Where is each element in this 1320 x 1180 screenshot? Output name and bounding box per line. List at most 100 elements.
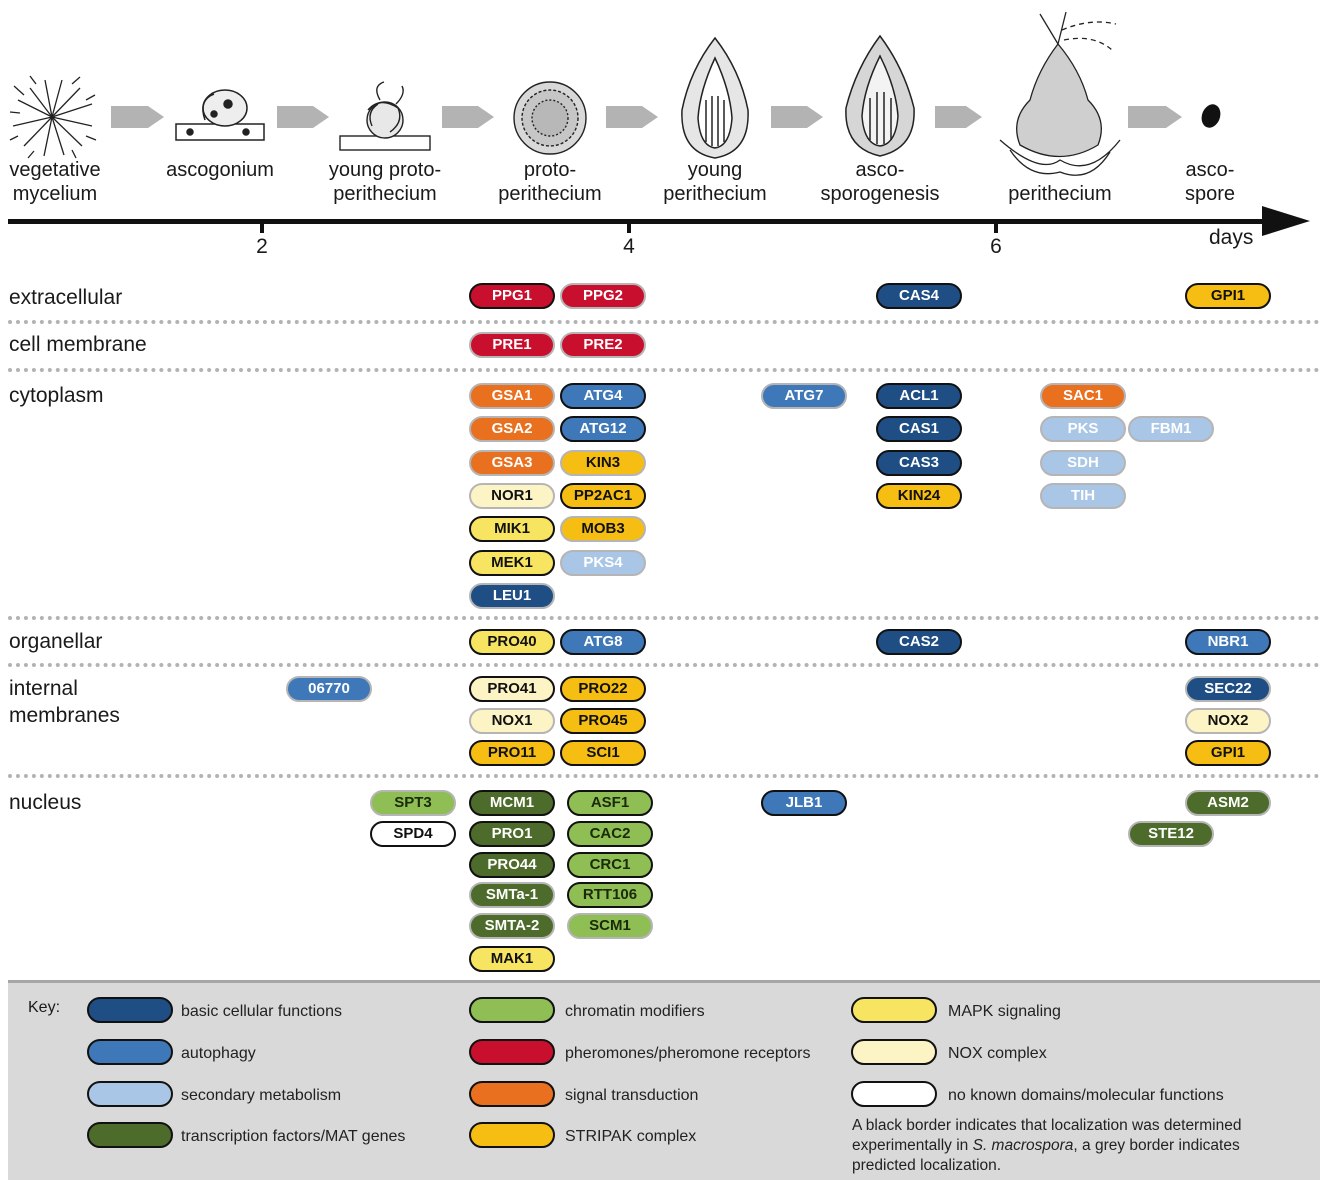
legend-note-species: S. macrospora bbox=[972, 1137, 1074, 1154]
compartment-label-nucleus: nucleus bbox=[9, 791, 82, 814]
gene-pill-ppg2: PPG2 bbox=[560, 283, 646, 309]
gene-pill-nox1: NOX1 bbox=[469, 708, 555, 734]
gene-pill-kin3: KIN3 bbox=[560, 450, 646, 476]
gene-pill-atg12: ATG12 bbox=[560, 416, 646, 442]
legend-swatch-unknown bbox=[851, 1081, 937, 1107]
gene-pill-gpi1: GPI1 bbox=[1185, 740, 1271, 766]
legend-title: Key: bbox=[28, 999, 61, 1016]
gene-pill-nor1: NOR1 bbox=[469, 483, 555, 509]
compartment-label-cell-membrane: cell membrane bbox=[9, 333, 147, 356]
gene-pill-smta-2: SMTA-2 bbox=[469, 913, 555, 939]
mycelium-drawing bbox=[9, 75, 97, 159]
gene-pill-atg7: ATG7 bbox=[761, 383, 847, 409]
gene-pill-asf1: ASF1 bbox=[567, 790, 653, 816]
legend-label: basic cellular functions bbox=[181, 1003, 342, 1020]
legend-label: STRIPAK complex bbox=[565, 1128, 697, 1145]
ascogonium-drawing bbox=[175, 89, 265, 141]
legend-label: chromatin modifiers bbox=[565, 1003, 705, 1020]
axis-unit-label: days bbox=[1209, 226, 1254, 249]
legend-label: pheromones/pheromone receptors bbox=[565, 1045, 811, 1062]
gene-pill-pre1: PRE1 bbox=[469, 332, 555, 358]
gene-pill-mob3: MOB3 bbox=[560, 516, 646, 542]
young-protoperithecium-drawing bbox=[339, 81, 431, 151]
gene-pill-scm1: SCM1 bbox=[567, 913, 653, 939]
gene-pill-cas1: CAS1 bbox=[876, 416, 962, 442]
separator bbox=[8, 774, 1320, 778]
legend-label: transcription factors/MAT genes bbox=[181, 1128, 406, 1145]
gene-pill-crc1: CRC1 bbox=[567, 852, 653, 878]
legend-note: A black border indicates that localizati… bbox=[852, 1116, 1307, 1176]
legend-swatch-secondary bbox=[87, 1081, 173, 1107]
gene-pill-cac2: CAC2 bbox=[567, 821, 653, 847]
gene-pill-cas2: CAS2 bbox=[876, 629, 962, 655]
legend-note-suffix: , a grey border indicates predicted loca… bbox=[852, 1137, 1240, 1174]
legend-label: secondary metabolism bbox=[181, 1087, 342, 1104]
gene-pill-spd4: SPD4 bbox=[370, 821, 456, 847]
compartment-label-organellar: organellar bbox=[9, 630, 103, 653]
stage-arrows bbox=[111, 106, 1182, 128]
legend-swatch-stripak bbox=[469, 1122, 555, 1148]
perithecium-drawing bbox=[999, 11, 1121, 176]
tick-label-4: 4 bbox=[623, 235, 635, 258]
legend-label: MAPK signaling bbox=[948, 1003, 1061, 1020]
gene-pill-smta-1: SMTa-1 bbox=[469, 882, 555, 908]
gene-pill-acl1: ACL1 bbox=[876, 383, 962, 409]
gene-pill-06770: 06770 bbox=[286, 676, 372, 702]
compartment-label-extracellular: extracellular bbox=[9, 286, 123, 309]
gene-pill-mcm1: MCM1 bbox=[469, 790, 555, 816]
gene-pill-pro40: PRO40 bbox=[469, 629, 555, 655]
gene-pill-pro11: PRO11 bbox=[469, 740, 555, 766]
legend-note-prefix: A black border indicates that localizati… bbox=[852, 1117, 1242, 1154]
gene-pill-pks: PKS bbox=[1040, 416, 1126, 442]
gene-pill-rtt106: RTT106 bbox=[567, 882, 653, 908]
gene-pill-pro1: PRO1 bbox=[469, 821, 555, 847]
separator bbox=[8, 320, 1320, 324]
gene-pill-cas4: CAS4 bbox=[876, 283, 962, 309]
stage-label-ascosporogenesis: asco- sporogenesis bbox=[820, 159, 940, 205]
legend-swatch-signal bbox=[469, 1081, 555, 1107]
gene-pill-gsa2: GSA2 bbox=[469, 416, 555, 442]
protoperithecium-drawing bbox=[513, 81, 587, 155]
legend-swatch-basic bbox=[87, 997, 173, 1023]
gene-pill-cas3: CAS3 bbox=[876, 450, 962, 476]
gene-pill-nbr1: NBR1 bbox=[1185, 629, 1271, 655]
gene-pill-ste12: STE12 bbox=[1128, 821, 1214, 847]
gene-pill-sdh: SDH bbox=[1040, 450, 1126, 476]
gene-pill-atg8: ATG8 bbox=[560, 629, 646, 655]
young-perithecium-drawing bbox=[681, 36, 749, 159]
gene-pill-gpi1: GPI1 bbox=[1185, 283, 1271, 309]
legend-label: autophagy bbox=[181, 1045, 256, 1062]
timeline-axis bbox=[8, 206, 1310, 236]
gene-pill-asm2: ASM2 bbox=[1185, 790, 1271, 816]
ascosporogenesis-drawing bbox=[845, 34, 915, 157]
stage-label-ascogonium: ascogonium bbox=[166, 159, 274, 181]
gene-pill-fbm1: FBM1 bbox=[1128, 416, 1214, 442]
legend-swatch-pheromone bbox=[469, 1039, 555, 1065]
separator bbox=[8, 616, 1320, 620]
gene-pill-sac1: SAC1 bbox=[1040, 383, 1126, 409]
stage-label-protoperithecium: proto- perithecium bbox=[498, 159, 602, 205]
tick-label-6: 6 bbox=[990, 235, 1002, 258]
legend-label: NOX complex bbox=[948, 1045, 1047, 1062]
gene-pill-mek1: MEK1 bbox=[469, 550, 555, 576]
compartment-label-internal-membranes: internal membranes bbox=[9, 677, 120, 727]
legend-swatch-nox bbox=[851, 1039, 937, 1065]
gene-pill-pp2ac1: PP2AC1 bbox=[560, 483, 646, 509]
gene-pill-pro45: PRO45 bbox=[560, 708, 646, 734]
gene-pill-mak1: MAK1 bbox=[469, 946, 555, 972]
gene-pill-pro41: PRO41 bbox=[469, 676, 555, 702]
gene-pill-gsa1: GSA1 bbox=[469, 383, 555, 409]
gene-pill-mik1: MIK1 bbox=[469, 516, 555, 542]
gene-pill-kin24: KIN24 bbox=[876, 483, 962, 509]
separator bbox=[8, 663, 1320, 667]
legend-panel: Key: bbox=[8, 980, 1320, 1180]
stage-label-young-perithecium: young perithecium bbox=[663, 159, 767, 205]
legend-label: signal transduction bbox=[565, 1087, 699, 1104]
gene-pill-spt3: SPT3 bbox=[370, 790, 456, 816]
legend-label: no known domains/molecular functions bbox=[948, 1087, 1224, 1104]
gene-pill-leu1: LEU1 bbox=[469, 583, 555, 609]
compartment-label-cytoplasm: cytoplasm bbox=[9, 384, 104, 407]
legend-swatch-autophagy bbox=[87, 1039, 173, 1065]
legend-swatch-mapk bbox=[851, 997, 937, 1023]
gene-pill-sci1: SCI1 bbox=[560, 740, 646, 766]
